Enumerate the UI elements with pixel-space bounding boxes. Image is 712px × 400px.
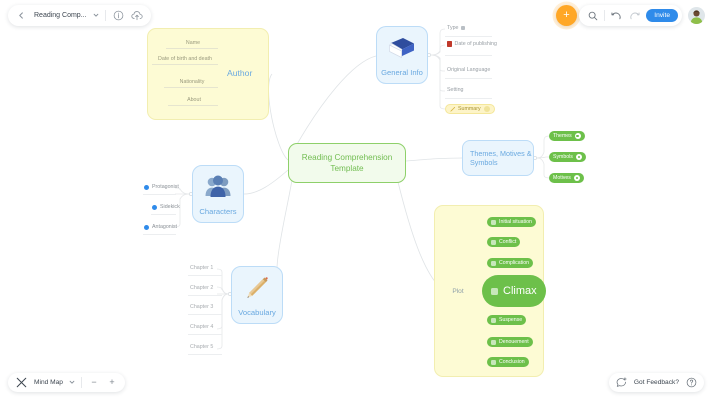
dot-icon [144,224,149,230]
leaf-author-nationality[interactable]: Nationality [179,79,205,85]
leaf-author-about[interactable]: About [187,97,201,103]
node-center-label: Reading Comprehension Template [301,153,393,173]
node-plot[interactable]: Plot [444,284,472,298]
node-icon [491,339,496,345]
leaf-gi-summary[interactable]: Summary [445,104,495,114]
pill-suspense[interactable]: Suspense [487,315,527,325]
redo-icon[interactable] [628,9,641,22]
author-group-panel [147,28,269,120]
symbols-badge-icon [575,154,582,160]
people-icon [193,166,243,207]
undo-icon[interactable] [610,9,623,22]
leaf-gi-type[interactable]: Type [447,25,466,33]
zoom-in-button[interactable]: + [109,377,115,387]
leaf-chapter-2[interactable]: Chapter 2 [190,285,214,291]
mind-map-icon[interactable] [15,376,28,389]
leaf-author-dates[interactable]: Date of birth and death [158,56,212,62]
pill-conflict[interactable]: Conflict [487,237,521,247]
pill-motives[interactable]: Motives [549,173,584,183]
bottombar-left: Mind Map − + [8,373,125,392]
node-themes[interactable]: Themes, Motives & Symbols [462,140,534,176]
node-general-info-label: General Info [381,68,423,77]
leaf-gi-setting[interactable]: Setting [447,87,464,93]
divider [104,10,106,21]
chevron-down-icon[interactable] [93,12,99,20]
node-icon [491,239,496,245]
themes-badge-icon [574,133,581,139]
node-characters-label: Characters [199,207,237,216]
dot-icon [144,184,149,190]
feedback-label[interactable]: Got Feedback? [633,379,679,386]
node-icon [491,287,498,295]
book-red-icon [447,41,452,47]
leaf-chapter-1[interactable]: Chapter 1 [190,265,214,271]
search-icon[interactable] [586,9,599,22]
leaf-antagonist[interactable]: Antagonist [144,224,177,232]
bottombar-right: Got Feedback? [608,373,704,392]
leaf-protagonist[interactable]: Protagonist [144,184,179,192]
help-icon[interactable] [685,376,698,389]
divider [80,377,82,388]
leaf-gi-date-publishing[interactable]: Date of publishing [447,41,497,49]
square-icon [461,26,466,30]
pill-themes[interactable]: Themes [549,131,585,141]
topbar-right: Invite [579,5,682,26]
zoom-out-button[interactable]: − [91,377,97,387]
summary-badge-icon [483,106,490,112]
chevron-down-icon[interactable] [69,379,75,387]
node-author-label: Author [227,68,253,78]
document-title[interactable]: Reading Comp... [34,12,87,19]
node-author[interactable]: Author [227,66,271,80]
pill-conclusion[interactable]: Conclusion [487,357,529,367]
leaf-sidekick[interactable]: Sidekick [152,204,180,212]
leaf-chapter-3[interactable]: Chapter 3 [190,304,214,310]
node-icon [491,219,496,225]
info-icon[interactable] [112,9,125,22]
pencil-icon [450,106,455,112]
pill-denouement[interactable]: Denouement [487,337,533,347]
node-vocabulary[interactable]: Vocabulary [231,266,283,324]
node-general-info[interactable]: General Info [376,26,428,84]
node-themes-label: Themes, Motives & Symbols [470,148,532,168]
node-icon [491,260,496,266]
add-node-button[interactable]: + [556,5,577,26]
motives-badge-icon [573,175,580,181]
node-vocabulary-label: Vocabulary [238,308,276,317]
feedback-icon[interactable] [615,376,628,389]
leaf-chapter-5[interactable]: Chapter 5 [190,344,214,350]
chevron-left-icon[interactable] [15,9,28,22]
node-plot-label: Plot [452,287,464,295]
view-mode-label[interactable]: Mind Map [34,379,63,386]
book-icon [377,27,427,68]
cloud-upload-icon[interactable] [131,9,144,22]
topbar-left: Reading Comp... [8,5,151,26]
leaf-author-name[interactable]: Name [185,40,201,46]
plus-icon: + [563,9,570,21]
leaf-chapter-4[interactable]: Chapter 4 [190,324,214,330]
pill-complication[interactable]: Complication [487,258,533,268]
leaf-gi-language[interactable]: Original Language [447,67,491,73]
pill-climax[interactable]: Climax [482,275,546,307]
node-characters[interactable]: Characters [192,165,244,223]
dot-icon [152,204,157,210]
avatar[interactable] [688,7,705,24]
pill-symbols[interactable]: Symbols [549,152,586,162]
pill-initial-situation[interactable]: Initial situation [487,217,536,227]
invite-button[interactable]: Invite [646,8,678,23]
node-icon [491,317,496,323]
node-icon [491,359,496,365]
divider [604,10,606,21]
pencil-icon [232,267,282,308]
node-center[interactable]: Reading Comprehension Template [288,143,406,183]
